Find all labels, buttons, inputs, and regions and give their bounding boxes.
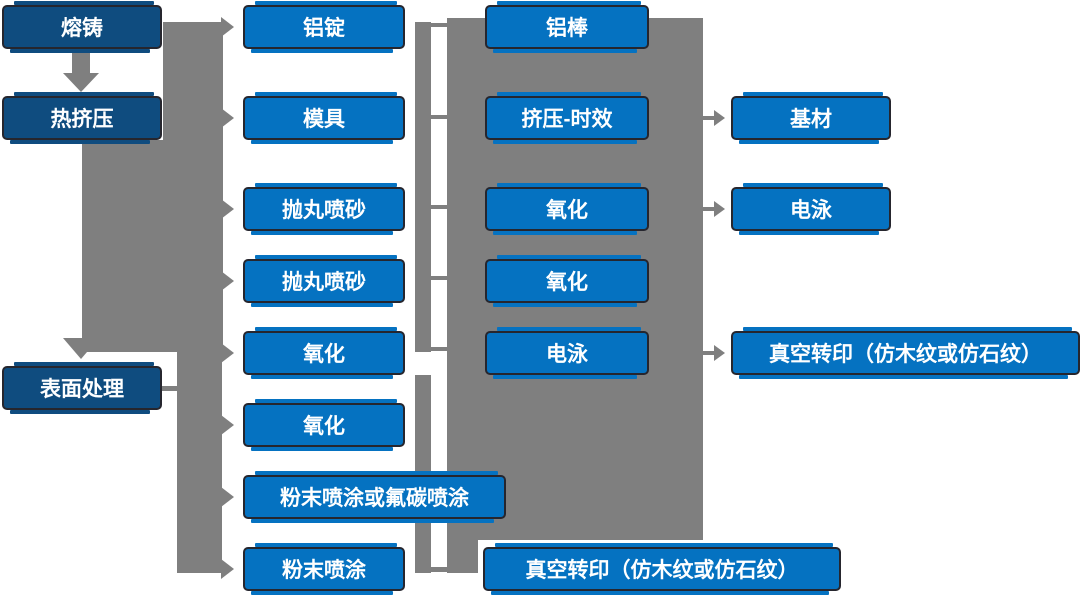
right-arrowhead-to-vacuum-print [714,345,725,361]
node-hot-extrusion-label: 热挤压 [50,108,114,131]
node-aluminum-rod-label: 铝棒 [546,17,588,40]
node-shot-blast-sandblast-2-label: 抛丸喷砂 [282,271,366,294]
connector-mid-stub-row4 [431,276,447,280]
node-vacuum-transfer-print-right-label: 真空转印（仿木纹或仿石纹） [769,343,1042,366]
down-arrowhead-to-surface-treatment [63,338,99,359]
right-arrowhead-to-mold [221,108,234,128]
node-powder-coating: 粉末喷涂 [243,543,405,595]
node-electrophoresis-mid-label: 电泳 [546,343,588,366]
node-vacuum-transfer-print-bottom: 真空转印（仿木纹或仿石纹） [483,543,841,595]
node-mold: 模具 [243,92,405,144]
right-arrowhead-to-powder-fluorocarbon [221,487,234,507]
node-powder-or-fluorocarbon-coating: 粉末喷涂或氟碳喷涂 [243,471,506,523]
node-melting-casting: 熔铸 [2,1,162,53]
node-surface-treatment-label: 表面处理 [40,378,124,401]
node-electrophoresis-right-label: 电泳 [790,199,832,222]
node-oxidation-c-label: 氧化 [546,199,588,222]
node-surface-treatment: 表面处理 [2,362,162,414]
node-oxidation-b-label: 氧化 [303,415,345,438]
node-aluminum-rod: 铝棒 [485,1,649,53]
node-hot-extrusion: 热挤压 [2,92,162,144]
node-oxidation-b: 氧化 [243,399,405,451]
connector-mid-stub-row2 [431,115,447,119]
node-shot-blast-sandblast-1: 抛丸喷砂 [243,183,405,235]
right-arrowhead-to-shot-blast-1 [221,199,234,219]
right-arrowhead-to-oxidation-a [221,343,234,363]
node-base-material: 基材 [731,92,891,144]
connector-oxidation-to-electrophoresis [703,207,715,211]
right-arrowhead-to-electrophoresis [714,201,725,217]
right-arrowhead-to-aluminum-ingot [221,17,234,37]
node-extrusion-aging-label: 挤压-时效 [521,108,613,131]
node-aluminum-ingot: 铝锭 [243,1,405,53]
connector-trunk-lower [177,352,222,573]
node-oxidation-a: 氧化 [243,327,405,379]
connector-surface-treatment-stub [162,386,178,391]
connector-left-blob [82,140,223,352]
node-base-material-label: 基材 [790,108,832,131]
node-vacuum-transfer-print-bottom-label: 真空转印（仿木纹或仿石纹） [525,559,799,582]
node-shot-blast-sandblast-2: 抛丸喷砂 [243,255,405,307]
node-oxidation-d-label: 氧化 [546,271,588,294]
node-mold-label: 模具 [303,108,345,131]
node-oxidation-a-label: 氧化 [303,343,345,366]
node-vacuum-transfer-print-right: 真空转印（仿木纹或仿石纹） [731,327,1080,379]
node-extrusion-aging: 挤压-时效 [485,92,649,144]
node-powder-coating-label: 粉末喷涂 [282,559,366,582]
right-arrowhead-to-powder-coating [221,559,234,579]
node-electrophoresis-mid: 电泳 [485,327,649,379]
node-melting-casting-label: 熔铸 [61,17,103,40]
connector-center-panel-foot [447,540,478,573]
right-arrowhead-to-oxidation-b [221,415,234,435]
connector-mid-stub-bottom [431,567,448,572]
down-arrowhead-melting-to-extrusion [63,73,99,92]
connector-mid-stub-row5 [431,347,447,351]
connector-melting-to-extrusion-stem [72,49,90,75]
connector-extrusion-aging-to-base [703,116,715,120]
connector-mid-stub-row1 [431,23,447,27]
node-shot-blast-sandblast-1-label: 抛丸喷砂 [282,199,366,222]
node-oxidation-d: 氧化 [485,255,649,307]
connector-mid-stub-row3 [431,205,447,209]
node-powder-or-fluorocarbon-coating-label: 粉末喷涂或氟碳喷涂 [280,487,469,510]
connector-electrophoresis-to-vacuum-print [703,351,715,355]
right-arrowhead-to-shot-blast-2 [221,271,234,291]
node-electrophoresis-right: 电泳 [731,183,891,235]
node-aluminum-ingot-label: 铝锭 [303,17,345,40]
right-arrowhead-to-base-material [714,110,725,126]
connector-mid-bar-upper [415,22,431,352]
node-oxidation-c: 氧化 [485,183,649,235]
